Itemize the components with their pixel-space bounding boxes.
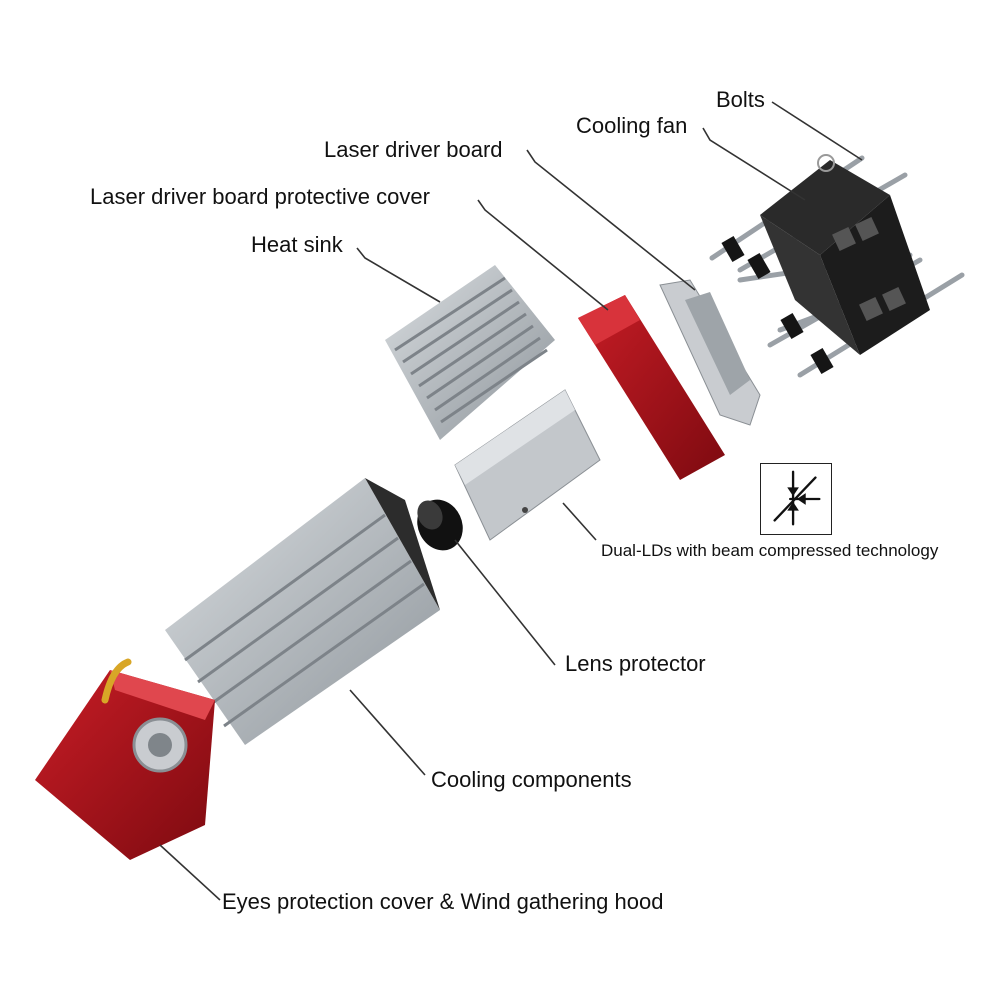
eyes-protection-cover: [35, 658, 215, 860]
leader-lines: [159, 101, 863, 901]
label-laser-driver-board: Laser driver board: [324, 137, 503, 162]
label-heat-sink: Heat sink: [251, 232, 343, 257]
label-cooling-fan: Cooling fan: [576, 113, 688, 138]
driver-board-cover: [578, 295, 725, 480]
dual-lds-module: [454, 389, 601, 541]
cooling-components: [165, 478, 440, 745]
label-dual-lds: Dual-LDs with beam compressed technology: [601, 541, 939, 560]
label-lens-protector: Lens protector: [565, 651, 706, 676]
bolt-sleeves: [721, 235, 834, 375]
cooling-fan: [760, 154, 930, 355]
label-eyes-protection-cover: Eyes protection cover & Wind gathering h…: [222, 889, 664, 914]
label-bolts: Bolts: [716, 87, 765, 112]
laser-driver-board: [659, 279, 761, 426]
beam-compression-icon-glyph: [773, 470, 821, 526]
heat-sink: [385, 265, 555, 440]
lens-protector: [417, 499, 463, 551]
beam-compression-icon: [760, 463, 832, 535]
label-driver-board-cover: Laser driver board protective cover: [90, 184, 430, 209]
label-cooling-components: Cooling components: [431, 767, 632, 792]
